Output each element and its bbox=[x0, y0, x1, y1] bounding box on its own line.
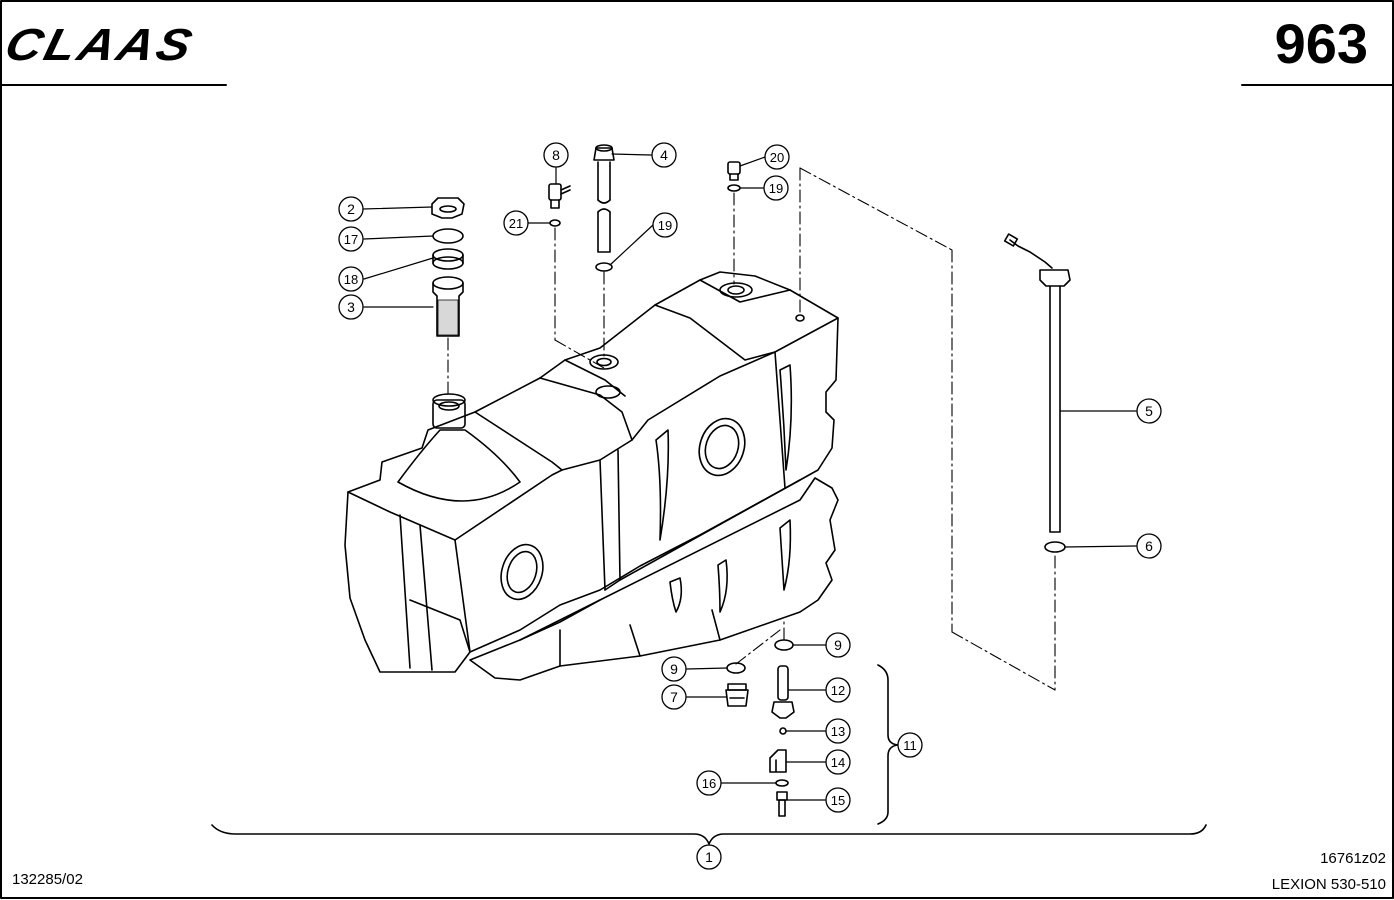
o-ring-part bbox=[595, 262, 613, 272]
callout-circle bbox=[825, 718, 851, 744]
callout-13: 13 bbox=[825, 718, 851, 744]
callout-19b: 19 bbox=[763, 175, 789, 201]
filler-cap-part bbox=[431, 197, 465, 219]
callout-circle bbox=[696, 770, 722, 796]
washer-part bbox=[549, 219, 561, 227]
callout-label: 11 bbox=[903, 738, 917, 753]
sealing-washer-part-a bbox=[774, 639, 794, 651]
assembly-brace-horizontal bbox=[211, 824, 1207, 845]
callout-circle bbox=[503, 210, 529, 236]
callout-label: 5 bbox=[1145, 403, 1153, 419]
callout-label: 20 bbox=[770, 150, 784, 165]
callout-label: 13 bbox=[831, 724, 845, 739]
callout-1: 1 bbox=[696, 844, 722, 870]
callout-label: 6 bbox=[1145, 538, 1153, 554]
callout-label: 16 bbox=[702, 776, 716, 791]
callout-label: 18 bbox=[344, 272, 358, 287]
callout-11: 11 bbox=[897, 732, 923, 758]
callout-circle bbox=[338, 266, 364, 292]
callout-circle bbox=[825, 787, 851, 813]
callout-label: 14 bbox=[831, 755, 845, 770]
suction-pipe-part bbox=[593, 144, 615, 253]
small-ring-part bbox=[775, 779, 789, 787]
callout-circle bbox=[338, 196, 364, 222]
strainer-ring-part bbox=[432, 248, 464, 270]
callout-circle bbox=[338, 226, 364, 252]
callout-7: 7 bbox=[661, 684, 687, 710]
bracket-part bbox=[769, 749, 787, 773]
callout-20: 20 bbox=[764, 144, 790, 170]
callout-circle bbox=[825, 677, 851, 703]
callout-circle bbox=[825, 749, 851, 775]
drain-plug-part bbox=[725, 683, 749, 707]
callout-9a: 9 bbox=[825, 632, 851, 658]
callout-label: 19 bbox=[769, 181, 783, 196]
callout-circle bbox=[1136, 533, 1162, 559]
callout-label: 21 bbox=[509, 216, 523, 231]
assembly-brace-vertical bbox=[877, 664, 899, 825]
callout-label: 17 bbox=[344, 232, 358, 247]
callout-circle bbox=[897, 732, 923, 758]
callout-circle bbox=[661, 684, 687, 710]
plug-part bbox=[727, 161, 741, 181]
callout-5: 5 bbox=[1136, 398, 1162, 424]
nipple-part bbox=[776, 791, 788, 817]
callout-15: 15 bbox=[825, 787, 851, 813]
callout-label: 15 bbox=[831, 793, 845, 808]
callout-17: 17 bbox=[338, 226, 364, 252]
callout-circle bbox=[696, 844, 722, 870]
level-sensor-part bbox=[1003, 233, 1071, 533]
callout-6: 6 bbox=[1136, 533, 1162, 559]
callout-19a: 19 bbox=[652, 212, 678, 238]
strainer-basket-part bbox=[432, 276, 464, 337]
o-ring-part-upper bbox=[727, 184, 741, 192]
callout-circle bbox=[764, 144, 790, 170]
callout-8: 8 bbox=[543, 142, 569, 168]
page-number: 963 bbox=[1274, 12, 1368, 75]
callout-label: 3 bbox=[347, 299, 355, 315]
callout-12: 12 bbox=[825, 677, 851, 703]
callout-label: 4 bbox=[660, 147, 668, 163]
callout-circle bbox=[661, 656, 687, 682]
callout-label: 7 bbox=[670, 689, 678, 705]
machine-model: LEXION 530-510 bbox=[1271, 876, 1386, 893]
callout-16: 16 bbox=[696, 770, 722, 796]
callout-label: 9 bbox=[670, 661, 678, 677]
callout-circle bbox=[651, 142, 677, 168]
callout-circle bbox=[338, 294, 364, 320]
callout-circle bbox=[1136, 398, 1162, 424]
callout-label: 9 bbox=[834, 637, 842, 653]
callout-14: 14 bbox=[825, 749, 851, 775]
ball-part bbox=[779, 727, 787, 735]
callout-circle bbox=[825, 632, 851, 658]
callout-leaders bbox=[362, 153, 1137, 801]
seal-ring-part bbox=[432, 228, 464, 244]
callout-label: 19 bbox=[658, 218, 672, 233]
figure-code: 16761z02 bbox=[1320, 850, 1386, 867]
callout-3: 3 bbox=[338, 294, 364, 320]
callout-4: 4 bbox=[651, 142, 677, 168]
callout-circle bbox=[652, 212, 678, 238]
callout-21: 21 bbox=[503, 210, 529, 236]
callout-label: 2 bbox=[347, 201, 355, 217]
fuel-tank bbox=[344, 271, 839, 681]
sensor-seal-part bbox=[1044, 541, 1066, 553]
assembly-center-lines bbox=[447, 167, 1056, 691]
callout-2: 2 bbox=[338, 196, 364, 222]
vent-valve-part bbox=[548, 183, 571, 209]
callout-9b: 9 bbox=[661, 656, 687, 682]
callout-18: 18 bbox=[338, 266, 364, 292]
callout-label: 1 bbox=[705, 849, 713, 865]
document-number: 132285/02 bbox=[12, 871, 83, 888]
callout-circle bbox=[763, 175, 789, 201]
drain-valve-part bbox=[771, 665, 795, 719]
callout-label: 12 bbox=[831, 683, 845, 698]
callout-label: 8 bbox=[552, 147, 560, 163]
callout-circle bbox=[543, 142, 569, 168]
